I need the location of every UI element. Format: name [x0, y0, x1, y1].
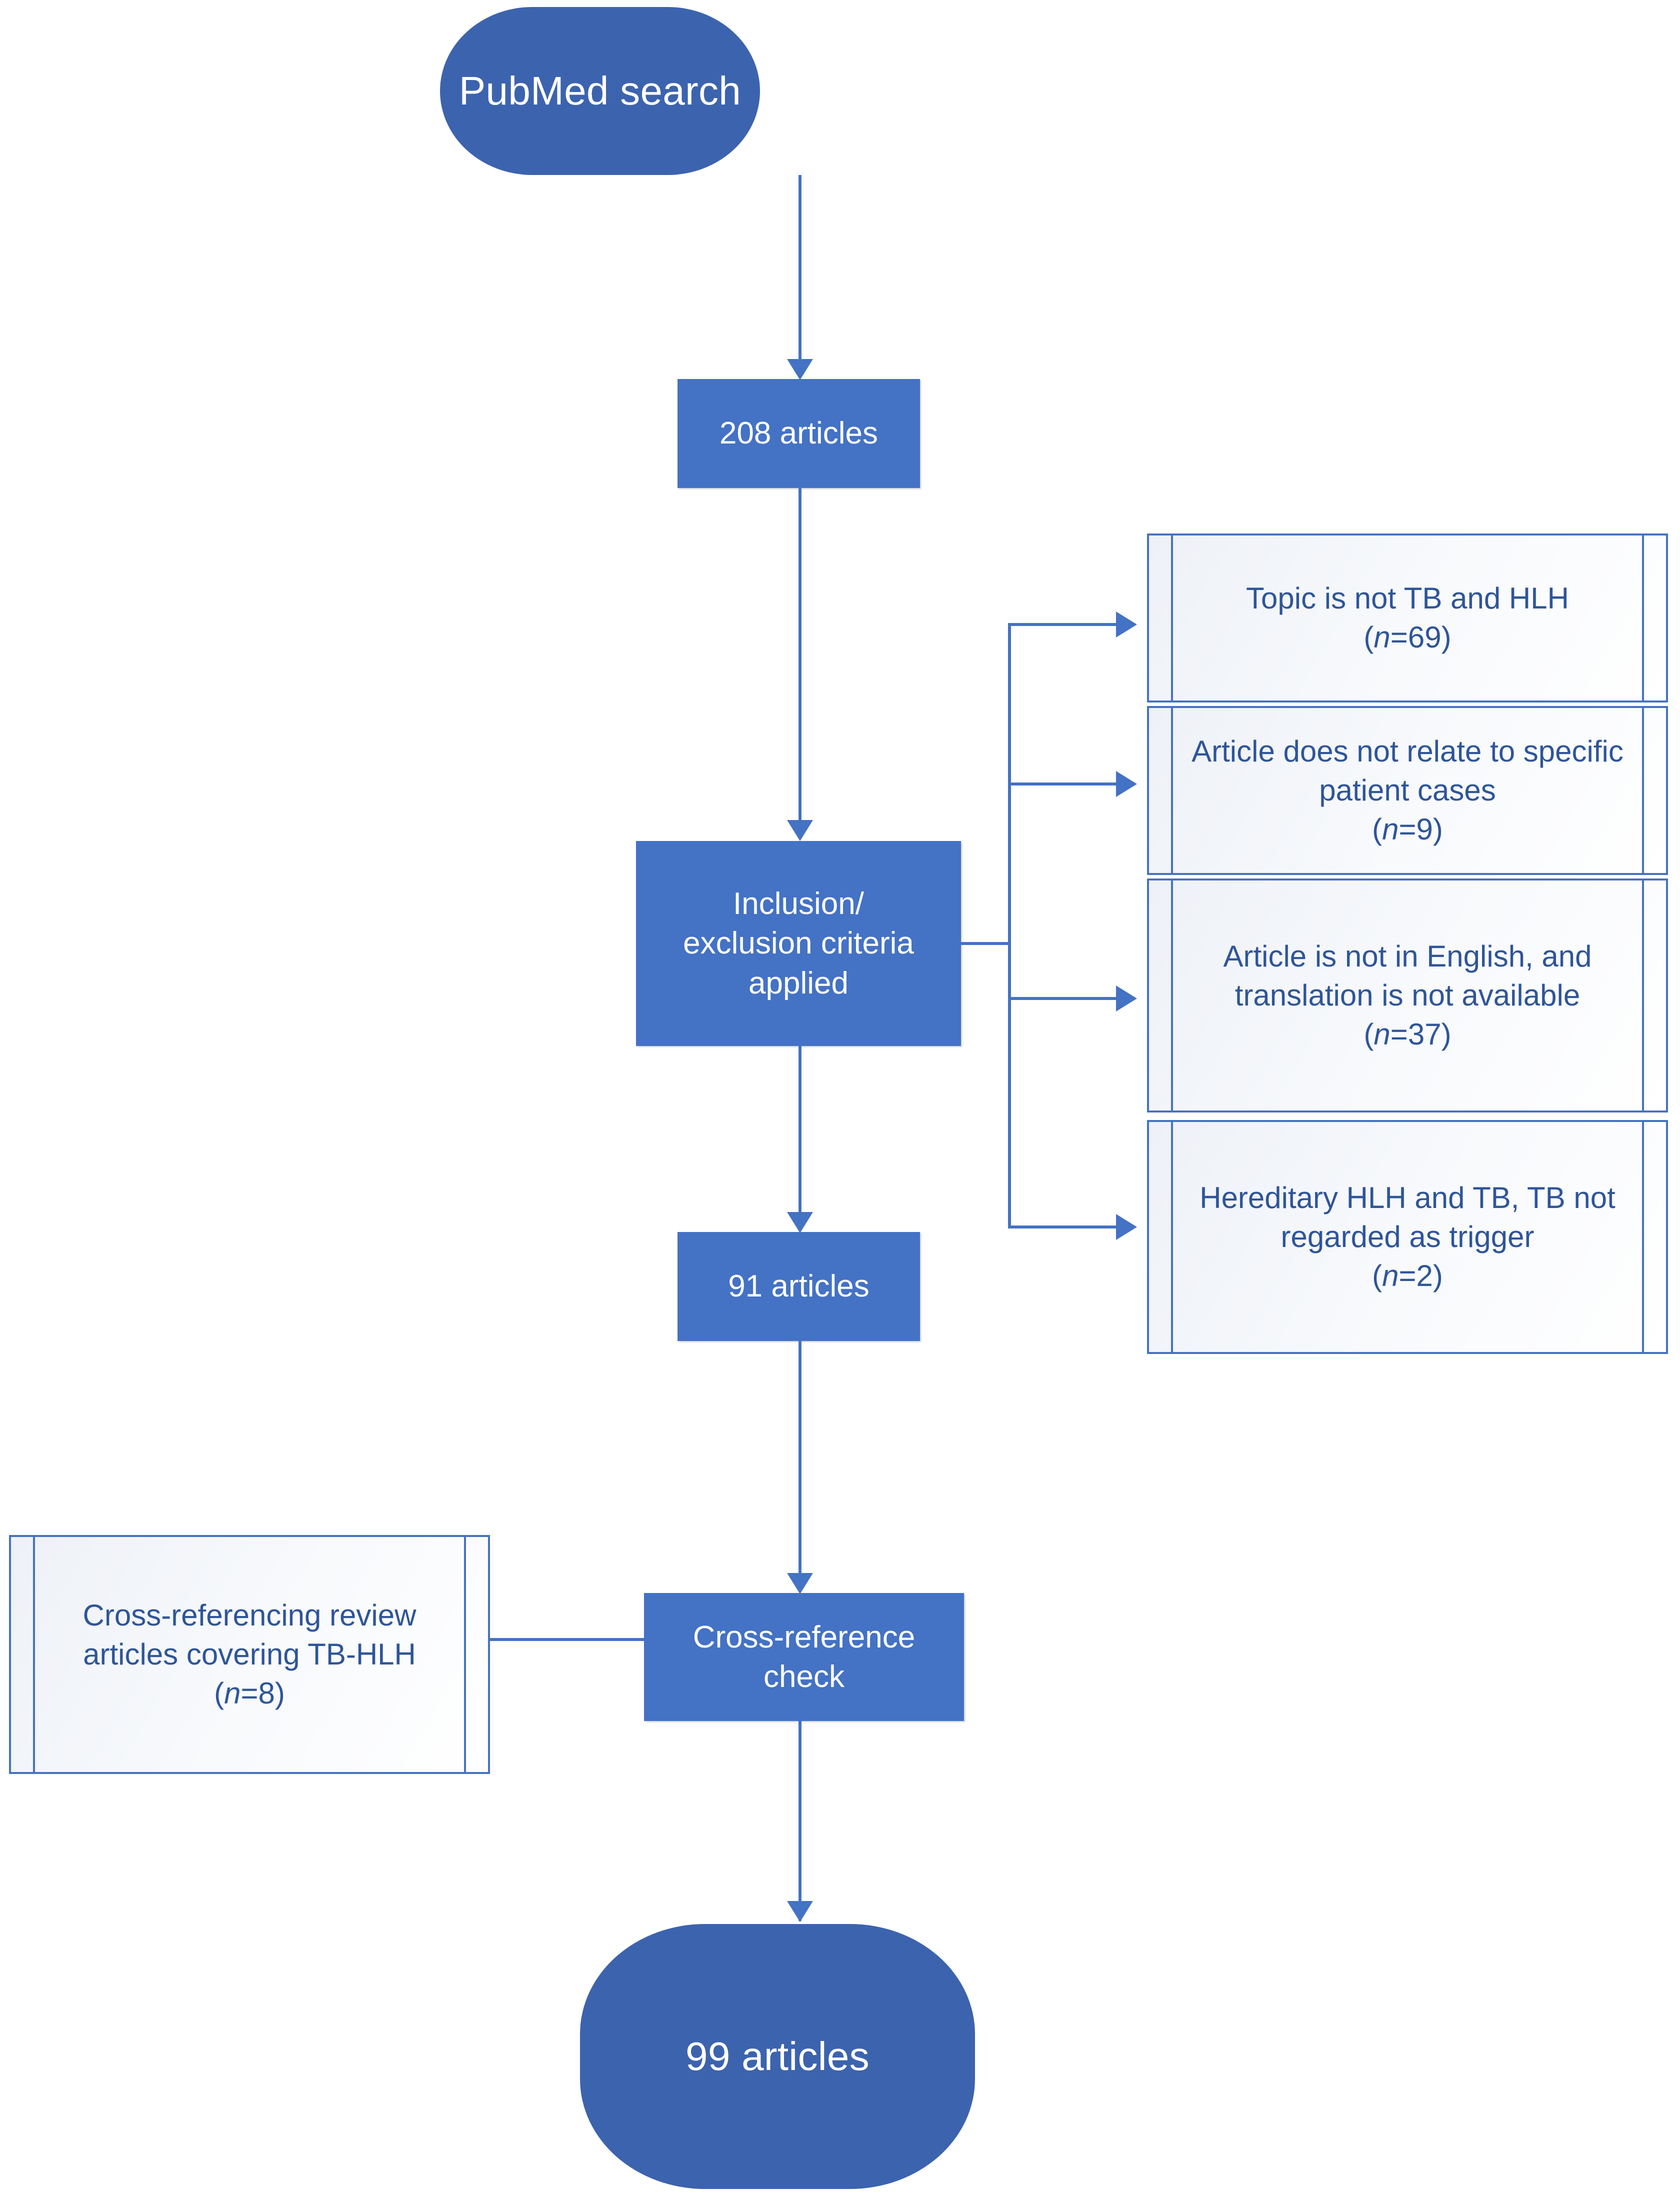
- node-208-articles: 208 articles: [678, 379, 920, 488]
- exclusion-box-3-value: =37: [1390, 1018, 1442, 1051]
- node-cross-reference-check: Cross-reference check: [644, 1593, 964, 1721]
- exclusion-box-3-n: n: [1374, 1018, 1390, 1051]
- node-inclusion-exclusion-criteria: Inclusion/ exclusion criteria applied: [636, 841, 961, 1046]
- crossref-source-box: Cross-referencing review articles coveri…: [9, 1535, 490, 1774]
- exclusion-box-4-value: =2: [1398, 1259, 1433, 1292]
- node-99-articles: 99 articles: [580, 1924, 975, 2189]
- crossref-source-value: =8: [240, 1676, 275, 1710]
- exclusion-box-2-text: Article does not relate to specific pati…: [1192, 734, 1624, 807]
- arrowhead-crossref-to-final: [787, 1901, 813, 1922]
- node-pubmed-search-label: PubMed search: [458, 68, 742, 114]
- connector-criteria-to-91: [798, 1046, 802, 1231]
- node-208-articles-label: 208 articles: [719, 416, 878, 451]
- exclusion-box-2-n: n: [1382, 812, 1399, 846]
- arrowhead-criteria-to-91: [787, 1212, 813, 1233]
- connector-91-to-crossref: [798, 1341, 802, 1591]
- connector-records-to-criteria: [798, 488, 802, 838]
- exclusion-box-2-value: =9: [1398, 812, 1433, 846]
- exclusion-box-3-paren-open: (: [1364, 1018, 1374, 1051]
- connector-criteria-branch-trunk: [1008, 624, 1011, 1227]
- exclusion-box-4-paren-open: (: [1372, 1259, 1382, 1292]
- connector-branch-exclusion-1: [1008, 623, 1119, 626]
- arrowhead-branch-exclusion-4: [1116, 1214, 1137, 1240]
- connector-criteria-branch-stub: [961, 942, 1011, 945]
- exclusion-box-1: Topic is not TB and HLH (n=69): [1147, 534, 1668, 702]
- crossref-source-box-label: Cross-referencing review articles coveri…: [11, 1596, 488, 1713]
- arrowhead-91-to-crossref: [787, 1573, 813, 1594]
- connector-branch-exclusion-2: [1008, 782, 1119, 786]
- exclusion-box-3-paren-close: ): [1441, 1018, 1452, 1051]
- arrowhead-branch-exclusion-3: [1116, 986, 1137, 1012]
- node-91-articles: 91 articles: [678, 1232, 920, 1341]
- exclusion-box-2: Article does not relate to specific pati…: [1147, 706, 1668, 875]
- crossref-source-box-text: Cross-referencing review articles coveri…: [82, 1598, 416, 1671]
- exclusion-box-4: Hereditary HLH and TB, TB not regarded a…: [1147, 1120, 1668, 1354]
- exclusion-box-3-label: Article is not in English, and translati…: [1149, 937, 1666, 1054]
- node-cross-reference-check-label: Cross-reference check: [692, 1620, 916, 1694]
- exclusion-box-2-paren-open: (: [1372, 812, 1382, 846]
- exclusion-box-4-n: n: [1382, 1259, 1399, 1292]
- exclusion-box-3: Article is not in English, and translati…: [1147, 878, 1668, 1112]
- exclusion-box-2-paren-close: ): [1432, 812, 1443, 846]
- connector-start-to-records: [798, 175, 802, 365]
- arrowhead-branch-exclusion-1: [1116, 612, 1137, 638]
- exclusion-box-3-text: Article is not in English, and translati…: [1223, 940, 1592, 1012]
- exclusion-box-1-text: Topic is not TB and HLH: [1246, 582, 1569, 615]
- exclusion-box-1-paren-close: ): [1441, 620, 1452, 654]
- connector-branch-exclusion-4: [1008, 1226, 1119, 1228]
- exclusion-box-4-text: Hereditary HLH and TB, TB not regarded a…: [1200, 1181, 1616, 1254]
- exclusion-box-4-paren-close: ): [1432, 1259, 1443, 1292]
- crossref-source-n: n: [224, 1676, 241, 1710]
- connector-branch-exclusion-3: [1008, 997, 1119, 1000]
- crossref-source-paren-close: ): [274, 1676, 285, 1710]
- connector-crossref-source-to-check: [490, 1638, 660, 1641]
- node-99-articles-label: 99 articles: [686, 2034, 870, 2079]
- arrowhead-records-to-criteria: [787, 820, 813, 841]
- exclusion-box-4-label: Hereditary HLH and TB, TB not regarded a…: [1149, 1178, 1666, 1296]
- node-inclusion-exclusion-criteria-label: Inclusion/ exclusion criteria applied: [683, 886, 914, 1000]
- exclusion-box-1-paren-open: (: [1364, 620, 1374, 654]
- arrowhead-start-to-records: [787, 359, 813, 380]
- node-pubmed-search: PubMed search: [440, 7, 760, 175]
- connector-crossref-to-final: [798, 1721, 802, 1921]
- exclusion-box-1-label: Topic is not TB and HLH (n=69): [1211, 579, 1604, 657]
- exclusion-box-1-value: =69: [1390, 620, 1442, 654]
- crossref-source-paren-open: (: [214, 1676, 224, 1710]
- arrowhead-branch-exclusion-2: [1116, 771, 1137, 797]
- exclusion-box-1-n: n: [1374, 620, 1390, 654]
- node-91-articles-label: 91 articles: [728, 1269, 870, 1304]
- exclusion-box-2-label: Article does not relate to specific pati…: [1149, 732, 1666, 849]
